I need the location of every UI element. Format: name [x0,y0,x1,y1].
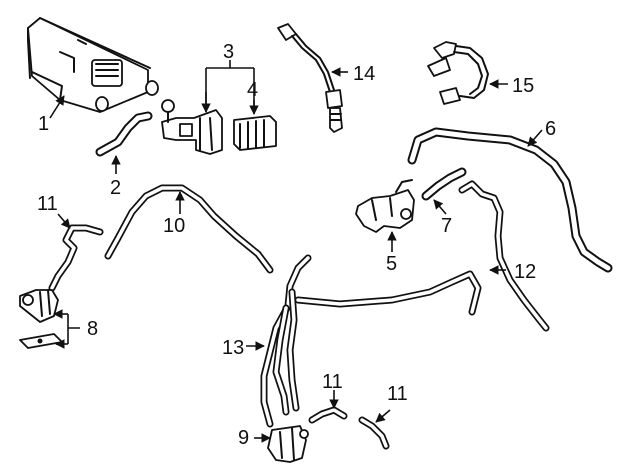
callout-1: 1 [38,113,49,135]
valve-bracket[interactable] [19,333,63,349]
purge-valve-assembly[interactable] [161,99,223,155]
callout-4: 4 [247,79,258,101]
vsv-solenoid[interactable] [233,115,277,151]
hose-11-right[interactable] [358,416,390,450]
hose-13[interactable] [260,254,482,428]
leader-6 [527,129,543,147]
callout-10: 10 [163,215,185,237]
hose-11-middle[interactable] [308,406,348,424]
callout-8-leader [53,309,80,349]
callout-11-left: 11 [37,193,58,215]
oxygen-sensor-downstream[interactable] [427,41,489,105]
oxygen-sensor-upstream[interactable] [277,23,343,133]
callout-13: 13 [222,337,244,359]
leader-1 [49,95,65,119]
small-hose[interactable] [95,111,153,157]
leader-7 [433,199,447,215]
callout-5: 5 [386,253,397,275]
hose-6[interactable] [407,127,613,273]
callout-14: 14 [353,63,375,85]
callout-8: 8 [87,318,98,340]
callout-6: 6 [545,118,556,140]
callout-3-leader [201,60,259,115]
callout-15: 15 [512,75,534,97]
hose-10[interactable] [104,184,274,274]
hose-11-left[interactable] [48,224,104,292]
leader-11-left [57,213,71,229]
callout-7: 7 [441,215,452,237]
callout-11-middle: 11 [322,371,343,393]
callout-3: 3 [223,41,234,63]
callout-9: 9 [238,427,249,449]
callout-12: 12 [514,261,536,283]
leader-11-right [375,409,391,423]
hose-7[interactable] [421,167,467,201]
hose-12[interactable] [458,180,550,332]
vacuum-valve[interactable] [19,289,59,323]
charcoal-canister[interactable] [27,17,159,113]
vacuum-switching-valve[interactable] [267,425,309,463]
callout-11-right: 11 [387,383,408,405]
callout-2: 2 [110,177,121,199]
purge-vsv[interactable] [355,179,415,233]
